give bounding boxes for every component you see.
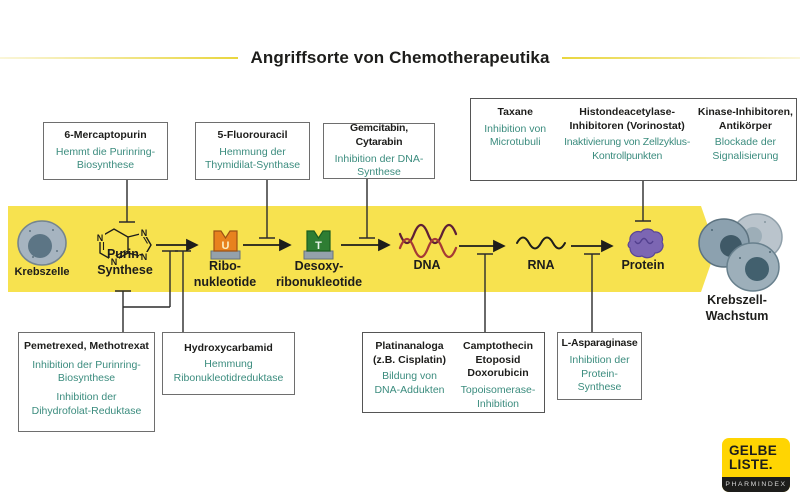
group-entry-taxane: Taxane Inhibition von Microtubuli (473, 106, 557, 150)
title-rule-left (0, 57, 239, 59)
pathway-band-arrow (8, 206, 716, 292)
purine-structure-icon: N N N N (95, 228, 152, 267)
drug-name: Taxane (497, 106, 533, 118)
atom-n3: N (111, 257, 118, 267)
drug-name: Gemcitabin, Cytarabin (350, 122, 408, 148)
desoxyribonucleotide-letter: T (315, 240, 322, 252)
drug-mechanism: Topoisomerase- Inhibition (460, 383, 536, 410)
drug-mechanism-2: Inhibition der Dihydrofolat-Reduktase (31, 390, 142, 417)
cancer-cell-icon (17, 220, 67, 266)
group-entry-camptothecin: Camptothecin Etoposid Doxorubicin Topois… (454, 340, 542, 411)
drug-name: 6-Mercaptopurin (64, 129, 147, 142)
logo-line1: GELBE (729, 443, 778, 458)
label-protein: Protein (621, 258, 665, 272)
drug-box-6-mercaptopurin: 6-Mercaptopurin Hemmt die Purinring- Bio… (43, 122, 168, 180)
drug-name: Platinanaloga (z.B. Cisplatin) (373, 340, 446, 366)
logo-wordmark: GELBE LISTE. (722, 438, 790, 472)
group-entry-kinase-inhibitoren: Kinase-Inhibitoren, Antikörper Blockade … (697, 106, 794, 164)
drug-name: Hydroxycarbamid (184, 341, 273, 354)
label-krebszell-wachstum: Krebszell- Wachstum (705, 293, 769, 323)
group-entry-platinanaloga: Platinanaloga (z.B. Cisplatin) Bildung v… (365, 340, 454, 398)
atom-n1: N (97, 233, 104, 243)
drug-name: 5-Fluorouracil (217, 129, 288, 142)
rna-wave-icon (516, 236, 566, 250)
drug-mechanism: Hemmt die Purinring- Biosynthese (55, 145, 156, 172)
drug-name: Camptothecin Etoposid Doxorubicin (462, 340, 533, 380)
connector-gemcitabin-cytarabin (359, 179, 375, 239)
drug-mechanism: Inhibition von Microtubuli (484, 122, 547, 149)
drug-mechanism: Hemmung der Thymidilat-Synthase (204, 145, 301, 172)
ribonucleotide-icon: U (210, 230, 241, 260)
drug-mechanism: Inhibition der Purinring- Biosynthese (32, 358, 141, 385)
label-ribonukleotide: Ribo- nukleotide (193, 259, 257, 289)
label-rna: RNA (527, 258, 555, 272)
atom-n9: N (141, 252, 148, 262)
group-entry-histondeacetylase: Histondeacetylase- Inhibitoren (Vorinost… (557, 106, 696, 164)
gelbe-liste-logo: GELBE LISTE. PHARMINDEX (722, 438, 790, 492)
connector-l-asparaginase (584, 253, 600, 332)
drug-box-l-asparaginase: L-Asparaginase Inhibition der Protein- S… (557, 332, 642, 400)
atom-n7: N (141, 228, 148, 238)
dna-helix-icon (398, 223, 458, 259)
drug-mechanism: Blockade der Signalisierung (712, 136, 779, 162)
drug-name: Kinase-Inhibitoren, Antikörper (697, 106, 793, 132)
drug-mechanism: Inhibition der DNA- Synthese (334, 152, 424, 179)
label-dna: DNA (413, 258, 441, 272)
connector-6-mercaptopurin (119, 180, 135, 223)
drug-box-platinanaloga-camptothecin: Platinanaloga (z.B. Cisplatin) Bildung v… (362, 332, 545, 413)
drug-box-hydroxycarbamid: Hydroxycarbamid Hemmung Ribonukleotidred… (162, 332, 295, 395)
connector-pemetrexed-methotrexat (115, 250, 178, 332)
desoxyribonucleotide-icon: T (303, 230, 334, 260)
drug-mechanism: Hemmung Ribonukleotidreduktase (173, 358, 284, 384)
drug-box-pemetrexed-methotrexat: Pemetrexed, Methotrexat Inhibition der P… (18, 332, 155, 432)
page-title-row: Angriffsorte von Chemotherapeutika (0, 48, 800, 68)
label-desoxyribonukleotide: Desoxy- ribonukleotide (275, 259, 363, 289)
drug-box-5-fluorouracil: 5-Fluorouracil Hemmung der Thymidilat-Sy… (195, 122, 310, 180)
drug-mechanism: Bildung von DNA-Addukten (374, 370, 445, 396)
connector-5-fluorouracil (259, 180, 275, 239)
protein-icon (627, 228, 664, 259)
label-krebszelle: Krebszelle (14, 266, 70, 278)
drug-name: L-Asparaginase (561, 337, 638, 350)
label-purin-synthese: Purin- Synthese (97, 247, 153, 277)
drug-mechanism: Inhibition der Protein- Synthese (569, 353, 630, 394)
connector-kinase-hdac-taxane (635, 181, 651, 222)
drug-box-group-right: Taxane Inhibition von Microtubuli Histon… (470, 98, 797, 181)
connector-platinanaloga-camptothecin (477, 253, 493, 332)
drug-name: Histondeacetylase- Inhibitoren (Vorinost… (569, 106, 685, 132)
drug-name: Pemetrexed, Methotrexat (24, 340, 149, 352)
logo-line2: LISTE. (729, 457, 773, 473)
drug-box-gemcitabin-cytarabin: Gemcitabin, Cytarabin Inhibition der DNA… (323, 122, 435, 179)
ribonucleotide-letter: U (222, 240, 230, 252)
page-title: Angriffsorte von Chemotherapeutika (250, 48, 550, 67)
logo-tagline: PHARMINDEX (722, 477, 790, 492)
cancer-cells-cluster-icon (698, 213, 783, 292)
title-rule-right (561, 57, 800, 59)
drug-mechanism: Inaktivierung von Zellzyklus- Kontrollpu… (564, 136, 691, 162)
